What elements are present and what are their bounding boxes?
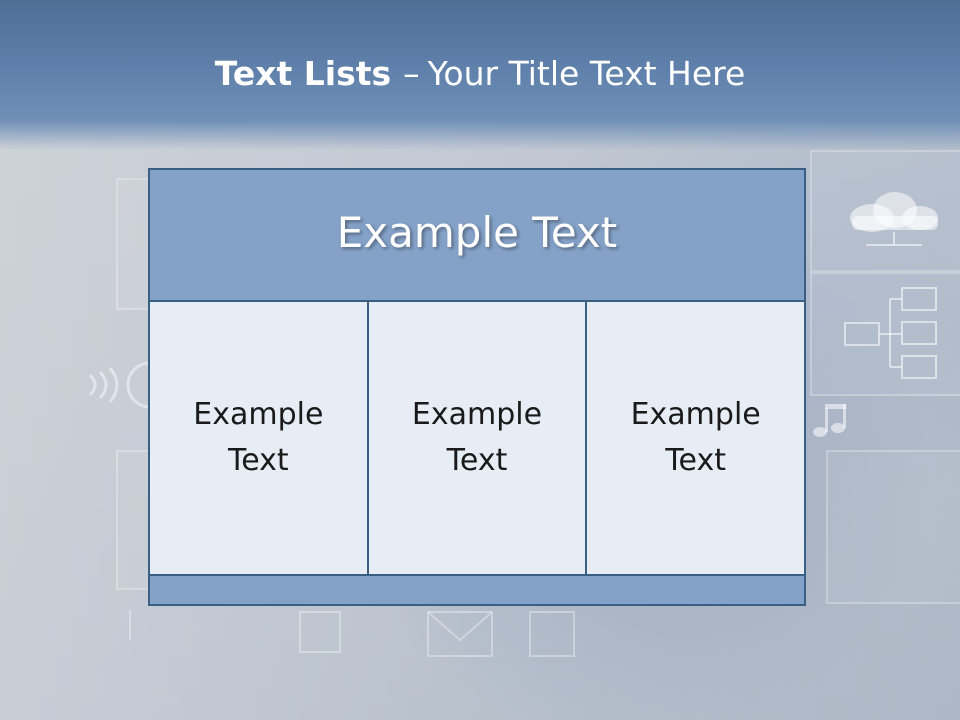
table-header-text: Example Text <box>336 207 618 257</box>
title-subtext: Your Title Text Here <box>427 54 746 93</box>
table-cell-3: Example Text <box>587 302 805 578</box>
title-bold-text: Text Lists <box>214 54 392 93</box>
music-note-icon <box>813 404 846 437</box>
table-cell-2: Example Text <box>368 302 588 578</box>
background-panel <box>826 450 960 604</box>
table-header: Example Text <box>150 170 804 302</box>
table-cells-row: Example Text Example Text Example Text <box>150 302 805 578</box>
title-dash: – <box>403 54 420 93</box>
table-cell-1: Example Text <box>150 302 369 578</box>
envelope-icon <box>129 610 575 657</box>
background-panel <box>116 450 150 590</box>
cloud-icon <box>850 192 938 246</box>
text-list-table: Example Text Example Text Example Text E… <box>148 168 806 606</box>
slide-title: Text Lists–Your Title Text Here <box>0 52 960 96</box>
network-icon <box>844 287 937 379</box>
table-cell-text: Example Text <box>630 397 761 478</box>
table-cell-text: Example Text <box>411 397 543 478</box>
table-footer-bar <box>150 574 804 604</box>
table-cell-text: Example Text <box>193 397 324 478</box>
title-bar <box>0 0 960 150</box>
